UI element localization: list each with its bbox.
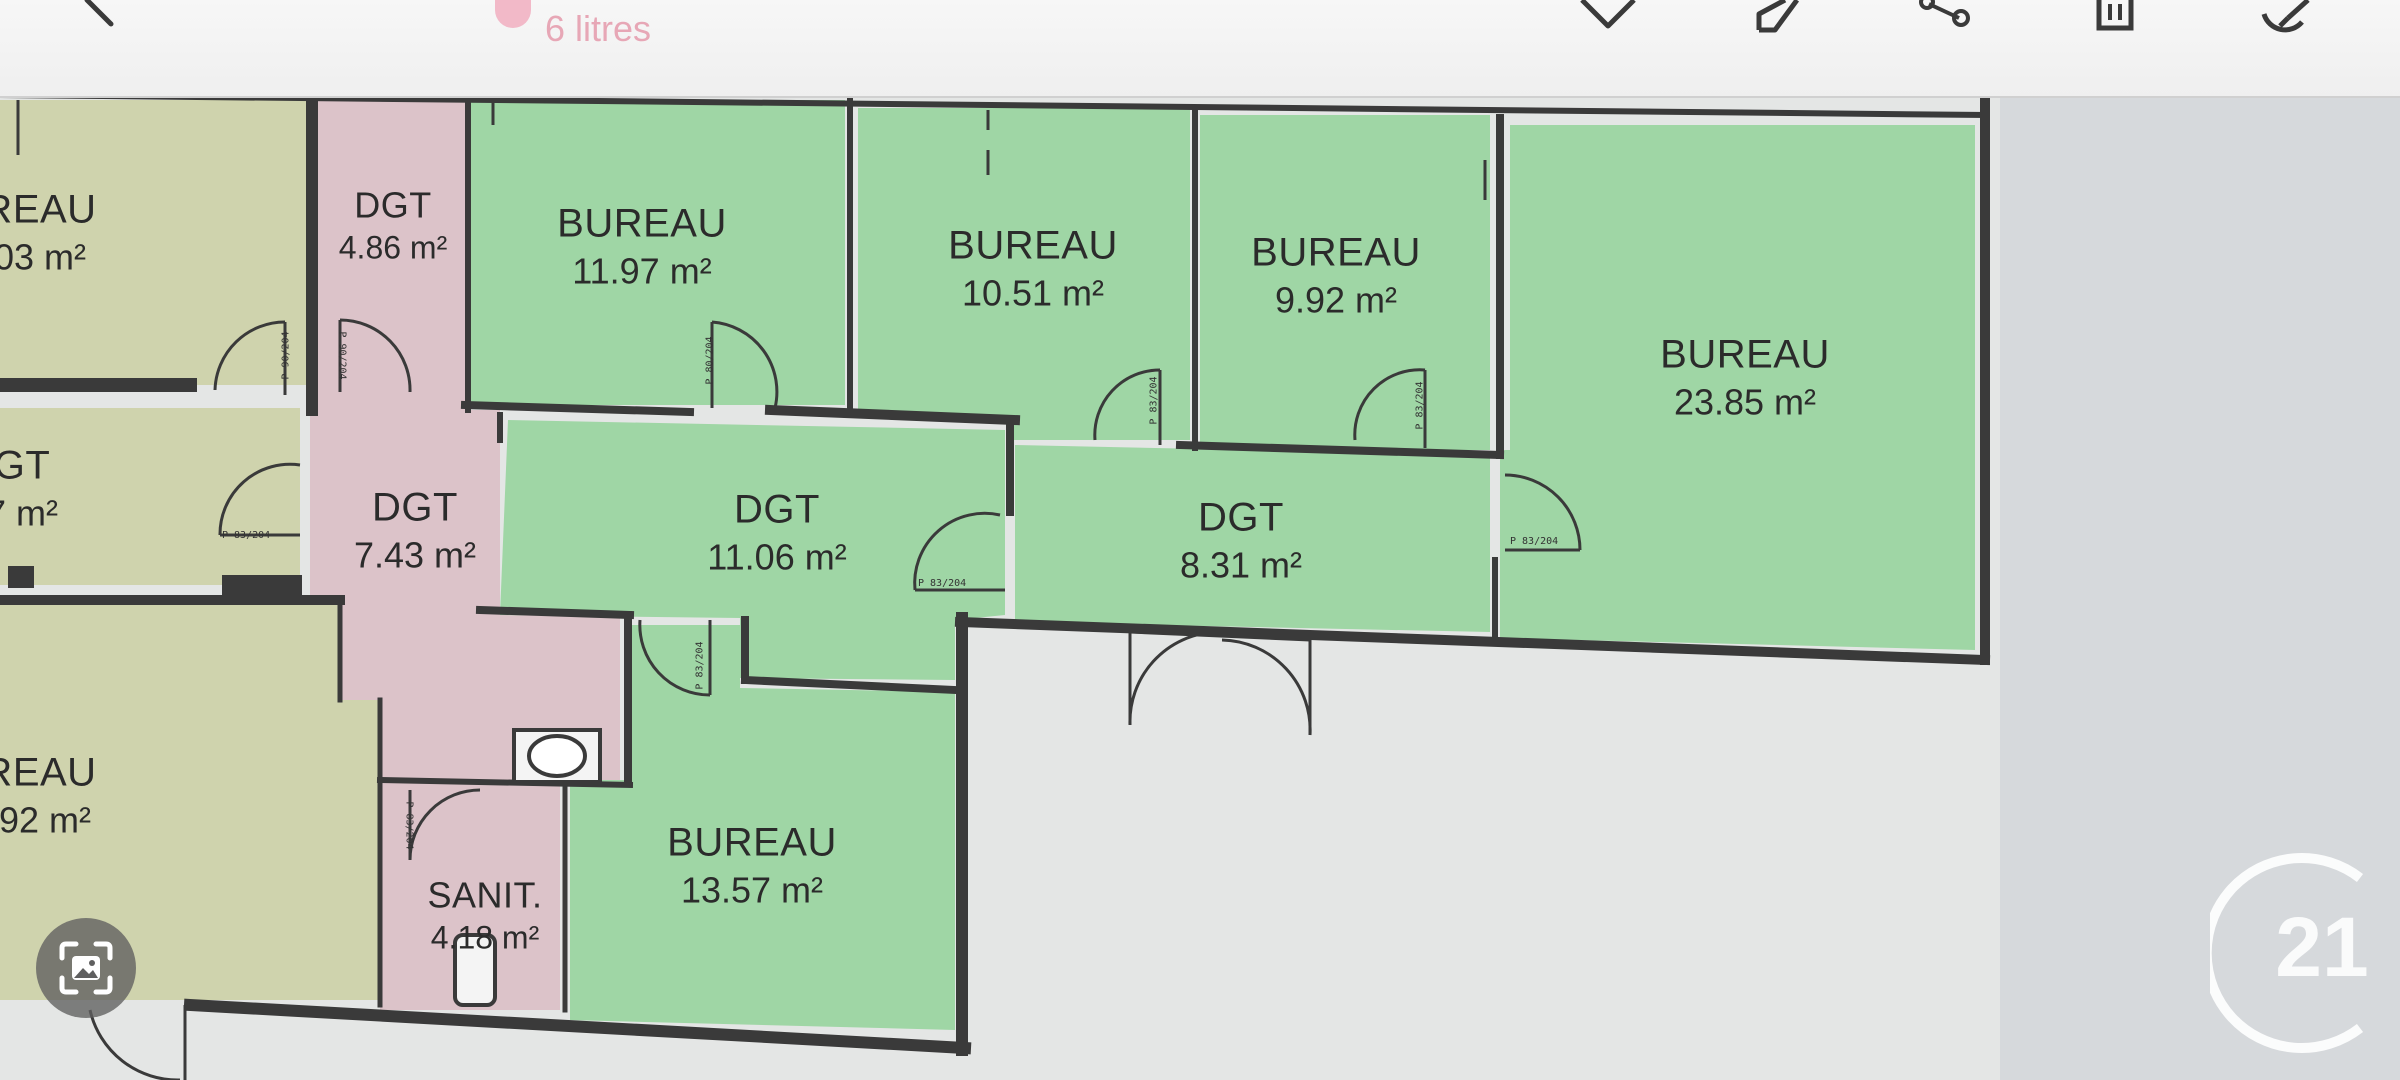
logo-text: 21 <box>2275 900 2368 994</box>
room-label: REAU.92 m² <box>0 750 97 841</box>
pill-text: 6 litres <box>545 8 652 49</box>
door-tag: P 90/204 <box>280 331 292 380</box>
room-label: REAU03 m² <box>0 187 97 278</box>
room-bureau-1357 <box>570 625 955 1030</box>
pink-dot-icon <box>495 0 531 28</box>
rotate-edit-icon[interactable] <box>2248 0 2328 40</box>
share-icon[interactable] <box>1905 0 1985 40</box>
door-tag: P 83/204 <box>1510 536 1559 547</box>
room-dgt-pink-top <box>318 100 465 410</box>
trash-icon[interactable] <box>2075 0 2155 40</box>
room-bureau-1197 <box>470 100 845 405</box>
c21-logo: 21 <box>2210 853 2369 1053</box>
door-swings <box>88 318 1582 1080</box>
back-arrow-icon[interactable] <box>55 0 135 40</box>
wall-stub <box>222 575 302 597</box>
heart-icon[interactable] <box>1568 0 1648 40</box>
room-bureau-left-top <box>0 100 308 385</box>
walls <box>0 89 1991 1056</box>
room-label: GT7 m² <box>0 443 58 534</box>
viewer-toolbar: 6 litres <box>0 0 2400 98</box>
fixture-marks <box>16 100 1487 200</box>
door-tag: P 90/204 <box>336 331 348 380</box>
door-tag: P 80/204 <box>704 336 716 385</box>
door-tag: P 83/204 <box>694 641 706 690</box>
door-tag: P 83/204 <box>1414 381 1426 430</box>
door-tag: P 83/204 <box>918 578 967 589</box>
room-bureau-left-bottom <box>0 600 380 1000</box>
room-dgt-left-mid <box>0 408 300 585</box>
room-bureau-992 <box>1200 115 1490 450</box>
room-label: SANIT.4.18 m² <box>427 874 543 956</box>
room-dgt-743 <box>310 410 620 1010</box>
room-bureau-2385 <box>1500 125 1975 650</box>
wall-stub <box>8 566 34 588</box>
room-dgt-831 <box>1015 445 1490 632</box>
sanitary-fixtures <box>453 728 602 1007</box>
room-bureau-1051 <box>858 108 1190 440</box>
background-label: 6 litres <box>495 0 685 56</box>
image-scan-button[interactable] <box>36 918 136 1018</box>
door-tag: P 83/204 <box>403 801 415 850</box>
door-tag: P 83/204 <box>222 530 271 541</box>
image-scan-icon <box>59 941 113 995</box>
door-tag: P 83/204 <box>1148 376 1160 425</box>
edit-pencil-icon[interactable] <box>1735 0 1815 40</box>
